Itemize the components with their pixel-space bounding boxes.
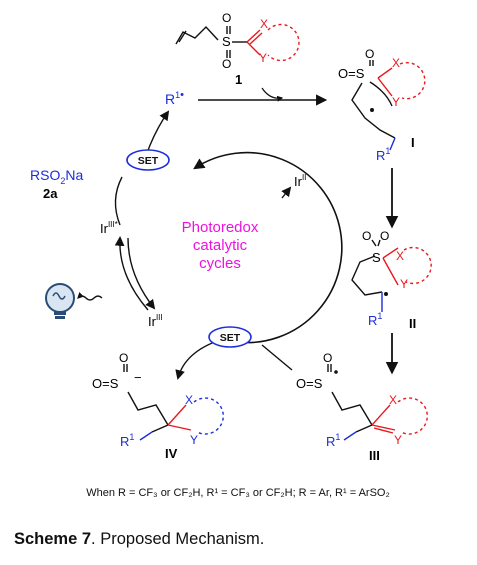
- arrow-to-IV: [175, 339, 221, 380]
- arrow-ir-iii-star-return: [127, 237, 156, 310]
- cycle-text-line-2: catalytic: [193, 237, 248, 254]
- light-bulb-icon: [45, 283, 75, 319]
- r1-label: R1: [120, 432, 134, 449]
- r1-radical-label: R1•: [165, 89, 184, 107]
- atom-os: O=S: [296, 376, 323, 391]
- svg-text:SET: SET: [220, 332, 241, 344]
- mechanism-scheme: S O O X Y 1 R1• O=S O X Y R1 I O O S X Y: [30, 11, 432, 499]
- atom-o: O: [323, 351, 332, 365]
- footnote: When R = CF₃ or CF₂H, R¹ = CF₃ or CF₂H; …: [86, 487, 390, 499]
- atom-y: Y: [392, 95, 400, 109]
- atom-s: S: [222, 34, 231, 49]
- r1-label: R1: [376, 146, 390, 163]
- arrow-III-to-cycle: [261, 344, 293, 371]
- r1-label: R1: [368, 311, 382, 328]
- arrow-ir-ii: [281, 186, 292, 199]
- atom-o: O: [222, 57, 231, 71]
- atom-o: O: [222, 11, 231, 25]
- arrow-curved-addition: [261, 87, 284, 102]
- atom-o: O: [380, 229, 389, 243]
- ir-iii-star-label: IrIII*: [100, 220, 118, 236]
- atom-y: Y: [394, 433, 402, 447]
- atom-y: Y: [190, 433, 198, 447]
- atom-os: O=S: [92, 376, 119, 391]
- heteroaryl-ring: [246, 23, 300, 62]
- ir-ii-label: IrII: [294, 173, 306, 189]
- atom-x: X: [392, 56, 400, 70]
- atom-o: O: [119, 351, 128, 365]
- set-badge-bottom: SET: [208, 326, 252, 348]
- ir-iii-label: IrIII: [148, 313, 163, 329]
- intermediate-I-label: I: [411, 135, 415, 150]
- cycle-text-line-3: cycles: [199, 255, 241, 272]
- intermediate-III-label: III: [369, 448, 380, 463]
- compound-1-label: 1: [235, 72, 242, 87]
- atom-x: X: [396, 249, 404, 263]
- atom-x: X: [260, 17, 268, 31]
- caption-label: Scheme 7: [14, 530, 92, 548]
- compound-1-structure: [175, 25, 247, 58]
- cycle-arc-right: [193, 151, 343, 344]
- scheme-caption: Scheme 7. Proposed Mechanism.: [14, 530, 264, 549]
- r1-label: R1: [326, 432, 340, 449]
- atom-o: O: [365, 47, 374, 61]
- atom-os: O=S: [338, 66, 365, 81]
- atom-x: X: [185, 393, 193, 407]
- cycle-text-line-1: Photoredox: [182, 219, 259, 236]
- caption-text: . Proposed Mechanism.: [91, 530, 265, 548]
- atom-x: X: [389, 393, 397, 407]
- anion-minus: −: [134, 370, 142, 385]
- arrow-ir-iii-to-ir-iii-star: [114, 236, 149, 311]
- atom-y: Y: [259, 51, 267, 65]
- atom-s: S: [372, 250, 381, 265]
- atom-y: Y: [400, 277, 408, 291]
- reagent-label: RSO2Na: [30, 167, 83, 186]
- atom-o: O: [362, 229, 371, 243]
- intermediate-IV-label: IV: [165, 446, 178, 461]
- light-wavy-arrow: [77, 292, 103, 301]
- cycle-arc-left: [114, 176, 123, 226]
- intermediate-II-label: II: [409, 316, 416, 331]
- svg-text:SET: SET: [138, 155, 159, 167]
- reagent-2a-label: 2a: [43, 186, 58, 201]
- set-badge-top: SET: [126, 149, 170, 171]
